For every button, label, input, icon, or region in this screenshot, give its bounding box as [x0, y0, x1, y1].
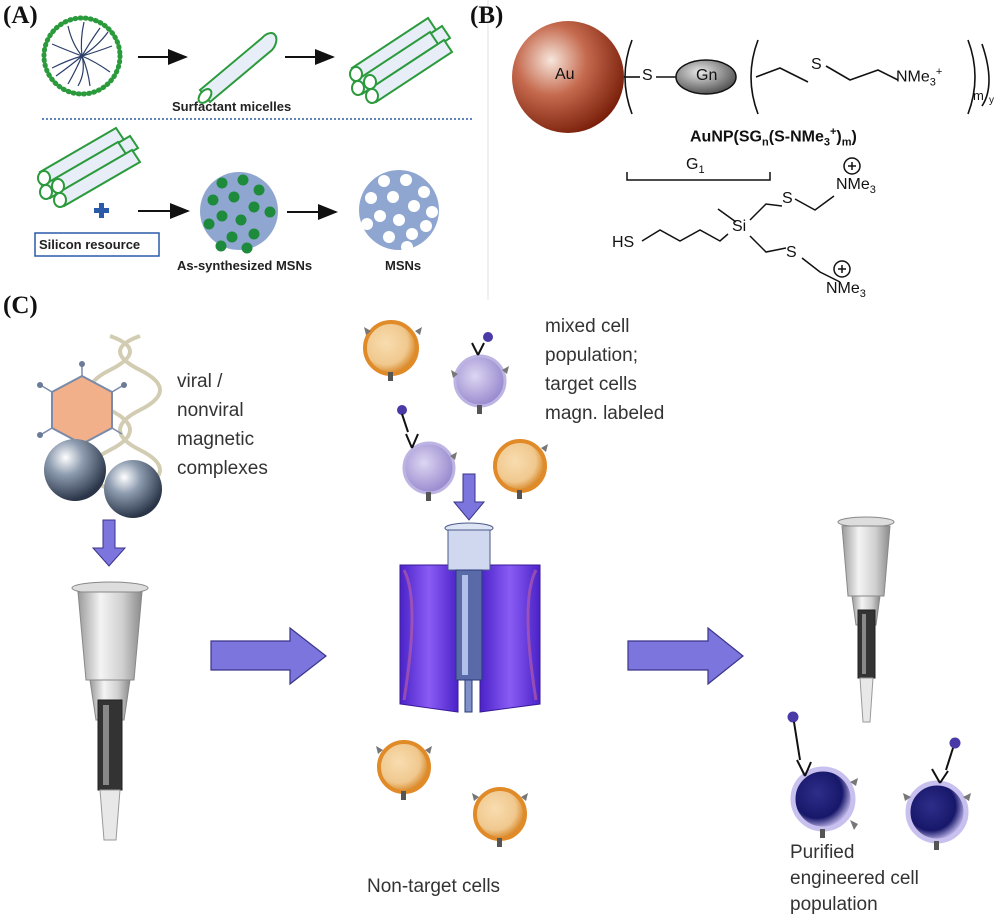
engineered-cell-2 [903, 737, 971, 850]
column-tube-left [71, 581, 149, 841]
msns-label: MSNs [385, 258, 422, 273]
non-target-label: Non-target cells [367, 876, 501, 897]
y-subscript: y [989, 95, 994, 106]
g1-label: G1 [686, 156, 705, 177]
single-rod [197, 32, 278, 104]
purified-label: Purified engineered cell population [790, 842, 919, 915]
au-label: Au [555, 66, 575, 83]
sulfur-label-2: S [811, 56, 822, 73]
down-arrow-2 [452, 473, 486, 521]
hs-label: HS [612, 234, 635, 251]
gold-nanoparticle [512, 21, 624, 133]
big-arrow-2 [627, 626, 744, 686]
silicon-resource-box [34, 232, 160, 257]
viral-complex [37, 334, 162, 518]
panel-label-c: (C) [3, 292, 38, 319]
s-bottom-label: S [786, 244, 797, 261]
sulfur-label: S [642, 67, 653, 84]
gn-label: Gn [696, 67, 718, 84]
rod-bundle [349, 16, 454, 104]
surfactant-micelles-label: Surfactant micelles [172, 99, 292, 114]
nme3-top-label: NMe3 [836, 176, 876, 197]
target-cell-labeled [451, 332, 509, 414]
magnetic-separator [399, 522, 541, 713]
engineered-cell-1 [787, 711, 858, 838]
target-cell-labeled-2 [397, 405, 457, 501]
column-tube-right [837, 516, 895, 723]
nme3-label: NMe3+ [896, 66, 943, 89]
mixed-population-text: mixed cell population; target cells magn… [545, 316, 665, 424]
as-synthesized-label: As-synthesized MSNs [177, 258, 313, 273]
non-target-cell-1 [376, 740, 432, 800]
viral-text: viral / nonviral magnetic complexes [177, 371, 268, 479]
as-synthesized-msn [200, 172, 278, 254]
formula-label: AuNP(SGn(S-NMe3+)m) [690, 126, 857, 149]
non-target-cell-2 [472, 787, 528, 847]
panel-label-b: (B) [470, 2, 504, 29]
dendron-gn [675, 59, 737, 95]
dendron-structure [626, 157, 861, 283]
plus-sign [94, 203, 109, 218]
silicon-resource-label: Silicon resource [39, 237, 141, 252]
orange-cell-2 [493, 439, 548, 499]
si-label: Si [732, 218, 747, 235]
rod-bundle-2 [37, 126, 142, 208]
orange-cell [363, 320, 422, 381]
ligand-chain [624, 39, 990, 115]
down-arrow-1 [91, 519, 127, 567]
micelle-sphere [41, 15, 123, 97]
panel-label-a: (A) [3, 2, 38, 29]
nme3-bottom-label: NMe3 [826, 280, 866, 301]
big-arrow-1 [210, 626, 327, 686]
s-top-label: S [782, 190, 793, 207]
msn-porous [359, 170, 439, 253]
m-subscript: m [973, 88, 984, 103]
